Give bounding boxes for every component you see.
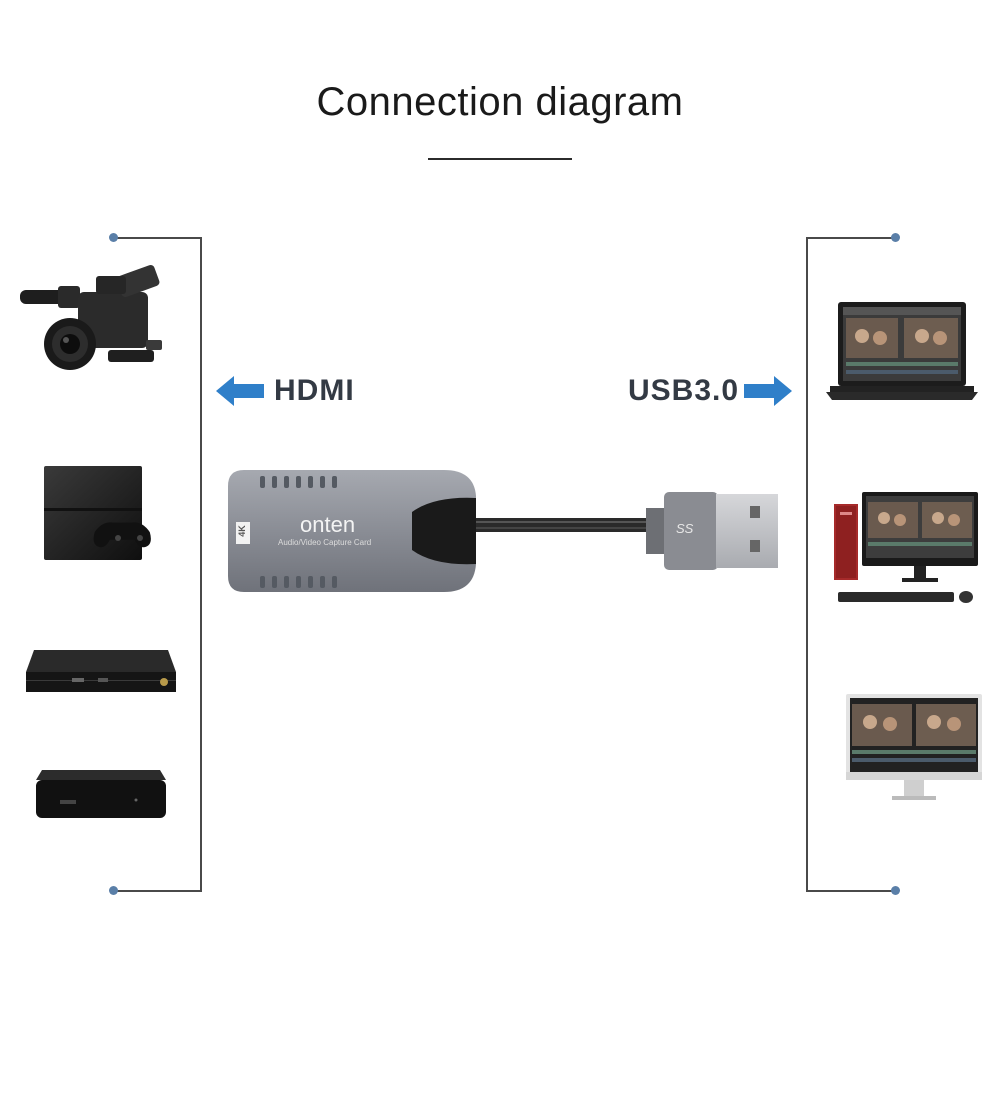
left-bracket-vertical bbox=[200, 237, 202, 892]
left-bracket-bottom bbox=[114, 890, 202, 892]
device-badge-label: 4K bbox=[236, 525, 247, 537]
right-bracket-vertical bbox=[806, 237, 808, 892]
right-bracket-top bbox=[806, 237, 896, 239]
device-brand-label: onten bbox=[300, 512, 356, 537]
right-arrow-icon bbox=[744, 376, 792, 406]
right-bracket-bottom-dot bbox=[891, 886, 900, 895]
laptop-icon bbox=[826, 302, 978, 400]
left-bracket-top-dot bbox=[109, 233, 118, 242]
right-bracket-top-dot bbox=[891, 233, 900, 242]
device-subtitle-label: Audio/Video Capture Card bbox=[278, 538, 372, 547]
left-bracket-bottom-dot bbox=[109, 886, 118, 895]
capture-card-device bbox=[228, 470, 778, 592]
left-arrow-icon bbox=[216, 376, 264, 406]
desktop-pc-icon bbox=[834, 492, 978, 603]
usb-ss-logo: SS bbox=[676, 521, 694, 536]
camcorder-icon bbox=[20, 264, 162, 370]
media-player-icon bbox=[36, 770, 166, 818]
diagram-title: Connection diagram bbox=[316, 80, 684, 124]
game-console-icon bbox=[44, 466, 151, 560]
set-top-box-icon bbox=[26, 650, 176, 692]
right-bracket-bottom bbox=[806, 890, 896, 892]
usb-label: USB3.0 bbox=[628, 374, 740, 407]
left-bracket-top bbox=[114, 237, 202, 239]
hdmi-label: HDMI bbox=[274, 374, 355, 407]
all-in-one-monitor-icon bbox=[846, 694, 982, 800]
title-underline bbox=[428, 158, 572, 160]
